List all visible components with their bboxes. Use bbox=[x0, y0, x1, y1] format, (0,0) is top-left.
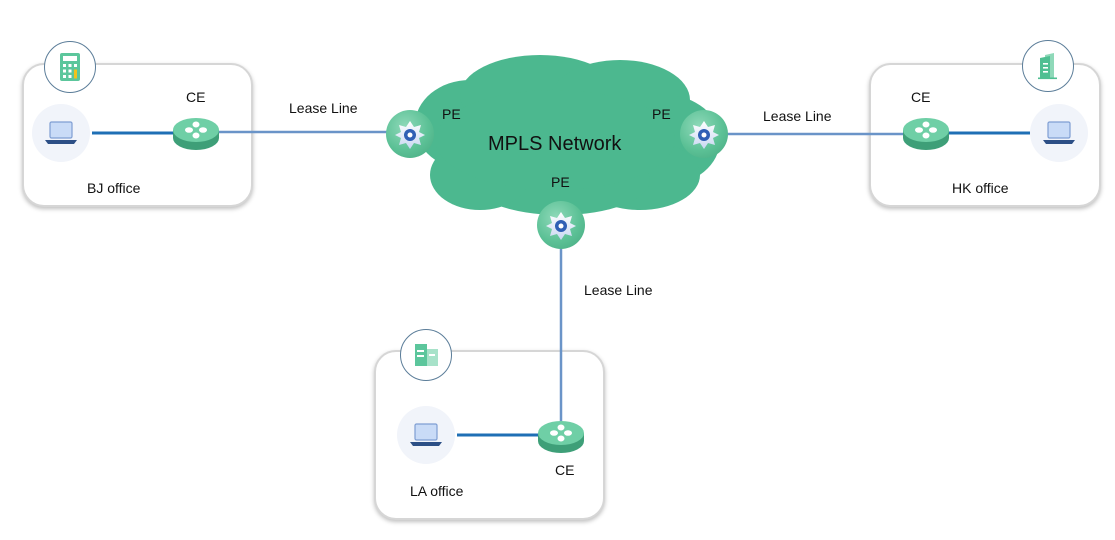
router-icon bbox=[903, 118, 949, 150]
pe-label-east: PE bbox=[652, 106, 671, 122]
gear-router-icon bbox=[546, 212, 576, 240]
ce-router-hk[interactable] bbox=[902, 117, 950, 151]
lease-line-label-bj: Lease Line bbox=[289, 100, 358, 116]
gear-router-icon bbox=[689, 121, 719, 149]
branch-building-icon bbox=[415, 344, 438, 366]
ce-label-bj: CE bbox=[186, 89, 206, 105]
badge-hk bbox=[1022, 40, 1074, 92]
laptop-bj[interactable] bbox=[32, 104, 90, 162]
ce-router-la[interactable] bbox=[537, 420, 585, 454]
laptop-hk[interactable] bbox=[1030, 104, 1088, 162]
pe-router-east[interactable] bbox=[680, 110, 728, 158]
pe-router-west[interactable] bbox=[386, 110, 434, 158]
lease-line-label-hk: Lease Line bbox=[763, 108, 832, 124]
cloud-title: MPLS Network bbox=[488, 133, 622, 155]
badge-la bbox=[400, 329, 452, 381]
gear-router-icon bbox=[395, 121, 425, 149]
badge-bj bbox=[44, 41, 96, 93]
office-building-icon bbox=[1038, 53, 1057, 80]
mpls-cloud[interactable] bbox=[415, 55, 720, 215]
pe-label-south: PE bbox=[551, 174, 570, 190]
router-icon bbox=[538, 421, 584, 453]
pe-router-south[interactable] bbox=[537, 201, 585, 249]
ce-label-hk: CE bbox=[911, 89, 931, 105]
office-name-bj: BJ office bbox=[87, 180, 141, 196]
laptop-icon bbox=[1043, 121, 1075, 144]
ce-router-bj[interactable] bbox=[172, 117, 220, 151]
office-name-la: LA office bbox=[410, 483, 464, 499]
office-name-hk: HK office bbox=[952, 180, 1009, 196]
calculator-icon bbox=[60, 53, 80, 81]
lease-line-label-la: Lease Line bbox=[584, 282, 653, 298]
pe-label-west: PE bbox=[442, 106, 461, 122]
router-icon bbox=[173, 118, 219, 150]
ce-label-la: CE bbox=[555, 462, 575, 478]
laptop-la[interactable] bbox=[397, 406, 455, 464]
laptop-icon bbox=[45, 121, 77, 144]
laptop-icon bbox=[410, 423, 442, 446]
